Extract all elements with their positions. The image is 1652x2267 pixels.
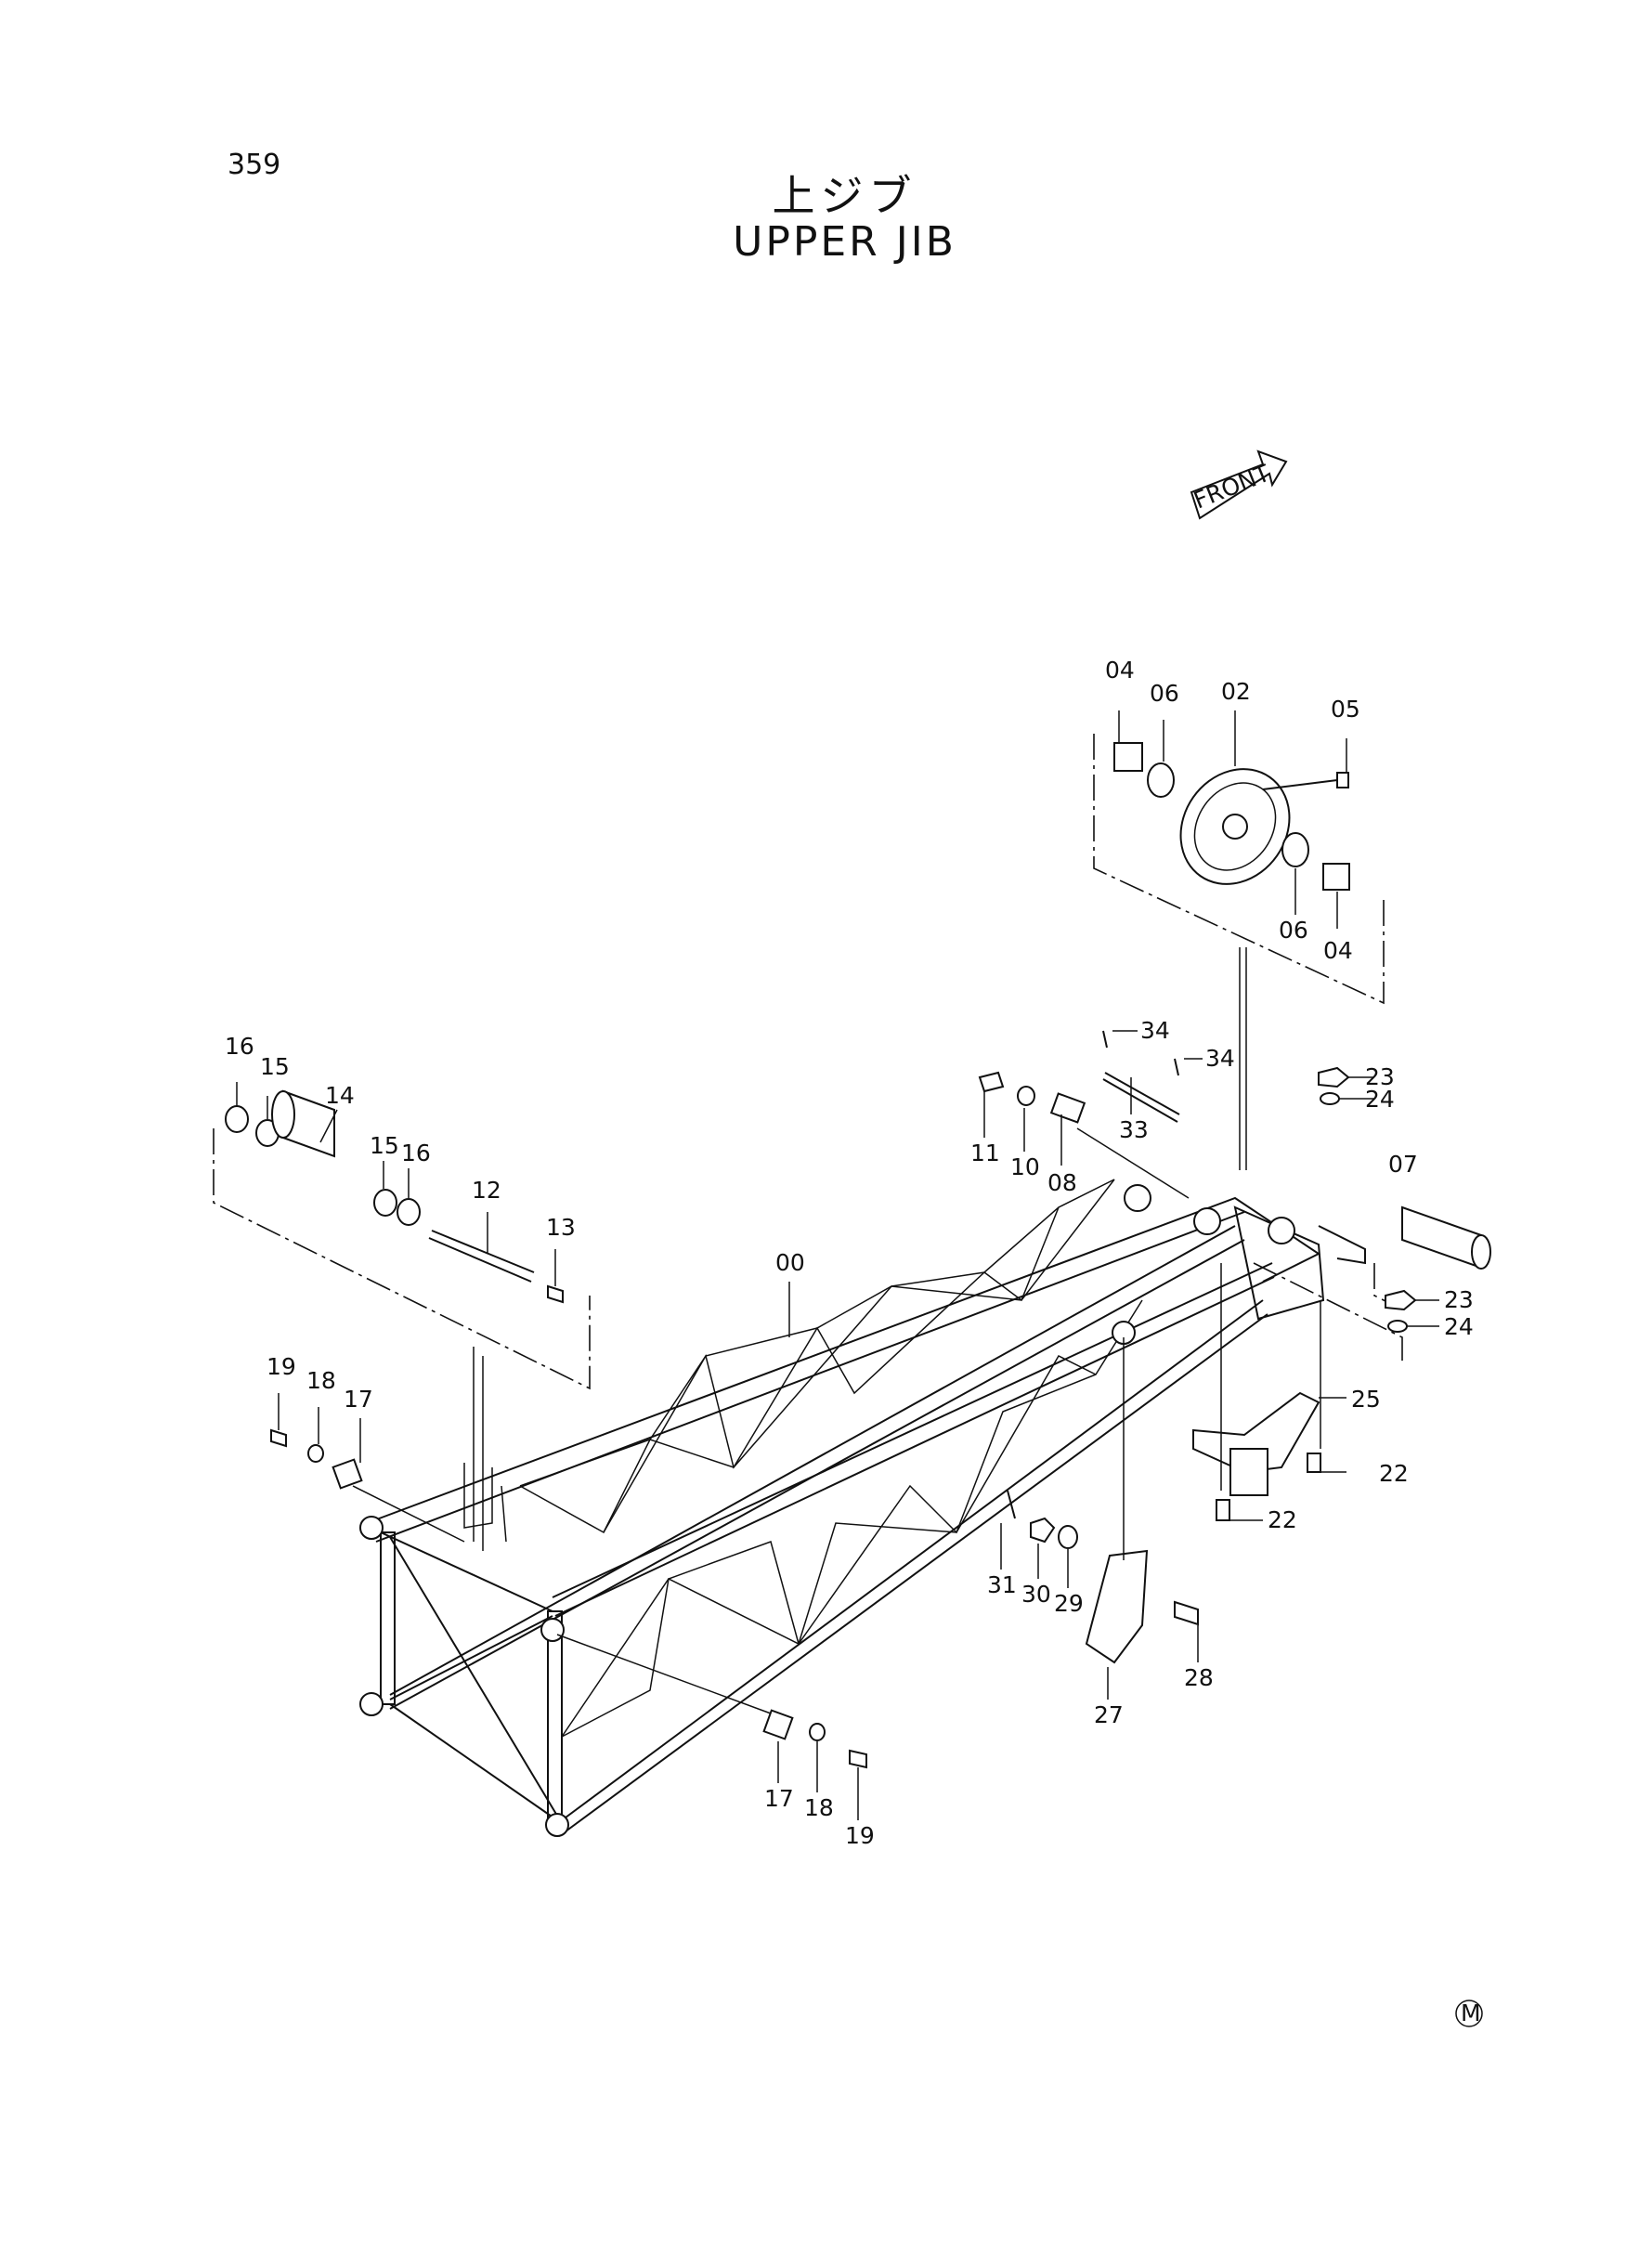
callout-28: 28 [1184,1664,1214,1691]
callout-24-top: 24 [1365,1086,1395,1113]
callout-13: 13 [546,1214,576,1241]
front-arrow-icon: FRONT [1190,449,1288,520]
foot-pin-assembly [213,1089,591,1551]
callout-11: 11 [970,1140,1000,1166]
callout-16-right: 16 [401,1140,431,1166]
title-english: UPPER JIB [733,218,956,266]
callout-16-left: 16 [225,1033,254,1060]
callout-06-bottom: 06 [1279,917,1308,944]
page-number: 359 [228,149,281,181]
callout-19-right: 19 [845,1822,875,1849]
callout-34-top: 34 [1140,1017,1170,1044]
callout-27: 27 [1094,1701,1124,1728]
front-label: FRONT [1190,459,1274,514]
callout-labels: 00 02 04 04 05 06 06 07 08 10 11 12 13 1… [225,657,1474,1849]
jib-lattice-frame [359,1179,1366,1837]
callout-30: 30 [1021,1581,1051,1608]
callout-00: 00 [775,1249,805,1276]
callout-19-left: 19 [267,1353,296,1380]
upper-fittings [978,1030,1190,1199]
callout-17-left: 17 [344,1386,373,1413]
stopper-bracket [1192,1263,1321,1521]
leader-lines [236,710,1439,1820]
callout-24-bottom: 24 [1444,1313,1474,1340]
callout-33: 33 [1119,1116,1149,1143]
callout-07: 07 [1388,1151,1418,1178]
callout-10: 10 [1010,1153,1040,1180]
callout-18-left: 18 [306,1367,336,1394]
lower-fittings [1007,1337,1199,1664]
callout-25: 25 [1351,1386,1381,1413]
callout-05: 05 [1331,696,1360,723]
callout-22-bottom: 22 [1268,1506,1297,1533]
m-mark-letter: M [1461,2000,1481,2026]
sheave-assembly [1093,734,1385,1170]
m-mark-icon: M [1455,2000,1483,2027]
callout-17-right: 17 [764,1785,794,1812]
callout-34-bottom: 34 [1205,1045,1235,1072]
callout-23-bottom: 23 [1444,1286,1474,1313]
callout-14: 14 [325,1082,355,1109]
title-japanese: 上ジブ [772,171,917,221]
callout-04-top: 04 [1105,657,1135,684]
callout-02: 02 [1221,678,1251,705]
callout-23-top: 23 [1365,1063,1395,1090]
callout-06-top: 06 [1150,680,1179,707]
clamp-fittings [270,1428,867,1769]
callout-22-top: 22 [1379,1460,1409,1487]
callout-15-left: 15 [260,1053,290,1080]
callout-12: 12 [472,1177,501,1204]
callout-15-right: 15 [370,1132,399,1159]
callout-08: 08 [1047,1169,1077,1196]
callout-29: 29 [1054,1590,1084,1617]
callout-18-right: 18 [804,1794,834,1821]
callout-04-bottom: 04 [1323,937,1353,964]
callout-31: 31 [987,1571,1017,1598]
